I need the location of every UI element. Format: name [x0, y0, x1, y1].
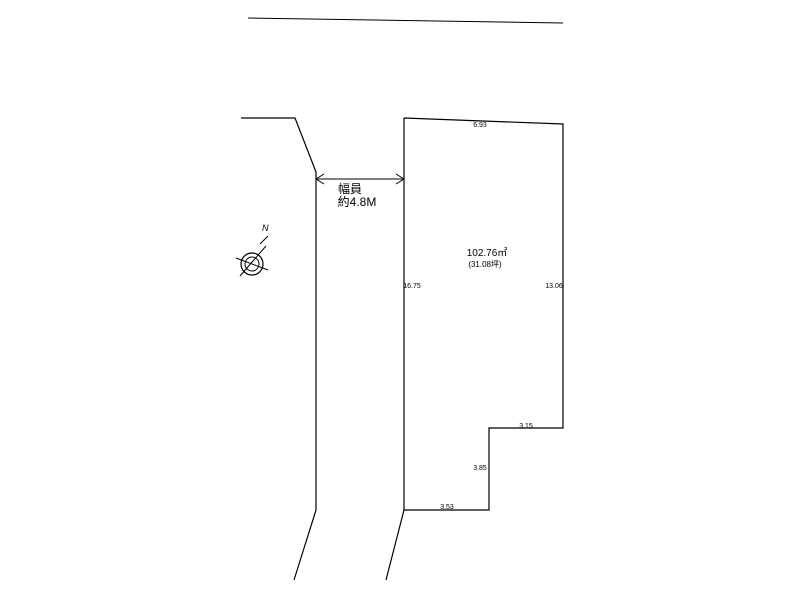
road-width-label: 幅員	[338, 181, 362, 196]
road-left-edge	[241, 117, 317, 581]
road-width-arrow	[315, 173, 405, 185]
dim-left: 16.75	[403, 283, 421, 290]
lot-area: 102.76㎡	[467, 247, 508, 259]
dim-top: 6.93	[473, 122, 487, 129]
dim-step-horizontal: 3.15	[519, 423, 533, 430]
dim-right: 13.06	[545, 283, 563, 290]
top-boundary-line	[247, 17, 564, 24]
road-width-value: 約4.8M	[338, 194, 377, 209]
lot-boundary	[403, 117, 564, 511]
lot-area-tsubo: (31.08坪)	[468, 260, 502, 269]
compass-icon	[235, 235, 269, 277]
north-label: N	[262, 223, 269, 233]
dim-step-vertical: 3.85	[473, 465, 487, 472]
dim-bottom: 3.53	[440, 504, 454, 511]
road-right-edge-lower	[385, 509, 405, 581]
